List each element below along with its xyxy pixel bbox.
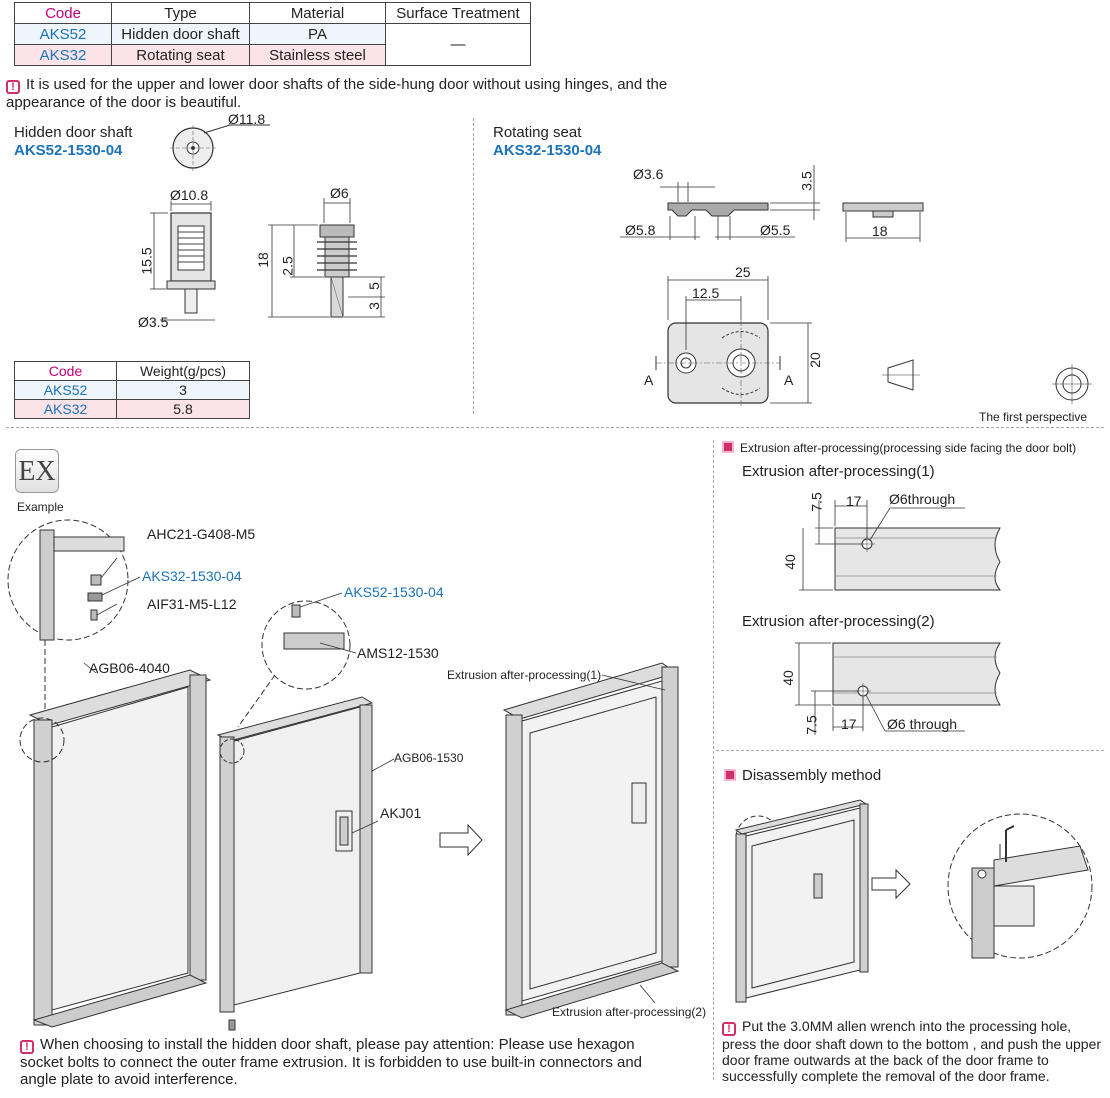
p1-dim-b: 17	[846, 493, 862, 509]
spec-table: Code Type Material Surface Treatment AKS…	[14, 2, 531, 66]
callout-agb06-1530: AGB06-1530	[394, 751, 464, 765]
spec-type: Rotating seat	[111, 44, 250, 66]
processing-1-title: Extrusion after-processing(1)	[742, 463, 935, 480]
spec-header-code: Code	[14, 2, 112, 24]
dim-h3: 3	[365, 302, 382, 310]
square-bullet-icon	[722, 441, 734, 453]
dim-d3: Ø5.5	[760, 222, 791, 238]
dim-h2: 5	[365, 282, 382, 290]
spec-code: AKS32	[14, 44, 112, 66]
dim-h1: 2.5	[279, 256, 296, 276]
processing-1-drawing	[799, 500, 1002, 591]
p2-dim-hole: Ø6 through	[887, 716, 958, 732]
section-divider	[713, 440, 714, 1080]
p2-dim-a: 7.5	[803, 715, 820, 735]
example-caption: Example	[17, 500, 64, 514]
section-mark-left: A	[644, 372, 654, 388]
p2-dim-c: 40	[779, 670, 796, 686]
weight-code: AKS32	[14, 399, 117, 419]
seat-title: Rotating seat	[493, 124, 582, 141]
spec-material: Stainless steel	[249, 44, 386, 66]
install-note: !When choosing to install the hidden doo…	[20, 1036, 670, 1088]
processing-2-title: Extrusion after-processing(2)	[742, 613, 935, 630]
dim-w: 18	[872, 223, 888, 239]
weight-value: 5.8	[116, 399, 250, 419]
dim-t: 3.5	[798, 171, 815, 191]
dim-total: 18	[254, 252, 271, 268]
table-row: AKS52 Hidden door shaft PA —	[14, 23, 531, 66]
spec-type: Hidden door shaft	[111, 23, 250, 45]
seat-part-no: AKS32-1530-04	[493, 142, 602, 159]
dim-top-dia: Ø11.8	[228, 111, 266, 127]
shaft-drawing	[150, 124, 385, 321]
shaft-title: Hidden door shaft	[14, 124, 133, 141]
dim-pin-dia: Ø3.5	[138, 314, 169, 330]
disassembly-header-text: Disassembly method	[742, 767, 882, 784]
p1-dim-c: 40	[781, 554, 798, 570]
weight-table: Code Weight(g/pcs) AKS52 3 AKS32 5.8	[14, 361, 250, 419]
processing-header: Extrusion after-processing(processing si…	[722, 441, 1076, 455]
callout-akj01: AKJ01	[380, 805, 422, 821]
disassembly-header: Disassembly method	[724, 767, 881, 784]
spec-header-material: Material	[249, 2, 386, 24]
table-row: AKS52 3	[14, 380, 250, 400]
section-mark-right: A	[784, 372, 794, 388]
table-row: AKS32 Rotating seat Stainless steel	[14, 44, 531, 66]
callout-proc2: Extrusion after-processing(2)	[552, 1005, 707, 1019]
callout-proc1: Extrusion after-processing(1)	[447, 668, 602, 682]
p1-dim-hole: Ø6through	[889, 491, 956, 507]
dim-d1: Ø3.6	[633, 166, 664, 182]
table-row: AKS32 5.8	[14, 399, 250, 419]
usage-note-text: It is used for the upper and lower door …	[6, 76, 668, 111]
install-note-text: When choosing to install the hidden door…	[20, 1036, 643, 1088]
dim-height: 15.5	[138, 247, 155, 275]
spec-header-surface: Surface Treatment	[385, 2, 531, 24]
warning-icon: !	[6, 80, 20, 94]
callout-aif31: AIF31-M5-L12	[147, 596, 237, 612]
disassembly-drawing	[734, 799, 1093, 1003]
p2-dim-b: 17	[841, 716, 857, 732]
section-divider	[716, 750, 1104, 751]
spec-material: PA	[249, 23, 386, 45]
dim-d2: Ø5.8	[625, 222, 656, 238]
example-drawing	[7, 519, 680, 1031]
disassembly-note-text: Put the 3.0MM allen wrench into the proc…	[722, 1018, 1102, 1084]
processing-2-drawing	[795, 642, 1001, 735]
callout-agb06-4040: AGB06-4040	[89, 660, 170, 676]
callout-ams12: AMS12-1530	[357, 645, 439, 661]
square-bullet-icon	[724, 769, 736, 781]
callout-aks52: AKS52-1530-04	[344, 584, 444, 600]
weight-header-code: Code	[14, 361, 117, 381]
callout-aks32: AKS32-1530-04	[142, 568, 242, 584]
shaft-part-no: AKS52-1530-04	[14, 142, 123, 159]
weight-header-weight: Weight(g/pcs)	[116, 361, 250, 381]
perspective-label: The first perspective	[979, 410, 1088, 424]
disassembly-note: !Put the 3.0MM allen wrench into the pro…	[722, 1018, 1107, 1084]
section-divider	[473, 118, 474, 414]
weight-code: AKS52	[14, 380, 117, 400]
spec-surface: —	[385, 23, 531, 66]
spec-header-type: Type	[111, 2, 250, 24]
dim-h: 20	[806, 352, 823, 368]
dim-body-dia: Ø10.8	[170, 187, 209, 203]
dim-half: 12.5	[692, 285, 720, 301]
processing-header-text: Extrusion after-processing(processing si…	[740, 441, 1077, 455]
dim-sec-dia: Ø6	[330, 185, 349, 201]
seat-drawing	[620, 165, 924, 406]
example-badge: EX	[15, 449, 59, 493]
spec-code: AKS52	[14, 23, 112, 45]
p1-dim-a: 7.5	[808, 492, 825, 512]
callout-ahc21: AHC21-G408-M5	[147, 526, 256, 542]
usage-note: !It is used for the upper and lower door…	[6, 76, 706, 111]
warning-icon: !	[20, 1040, 34, 1054]
warning-icon: !	[722, 1022, 736, 1036]
weight-value: 3	[116, 380, 250, 400]
section-divider	[6, 427, 1104, 428]
dim-len: 25	[735, 264, 751, 280]
projection-circle-icon	[1052, 364, 1092, 404]
